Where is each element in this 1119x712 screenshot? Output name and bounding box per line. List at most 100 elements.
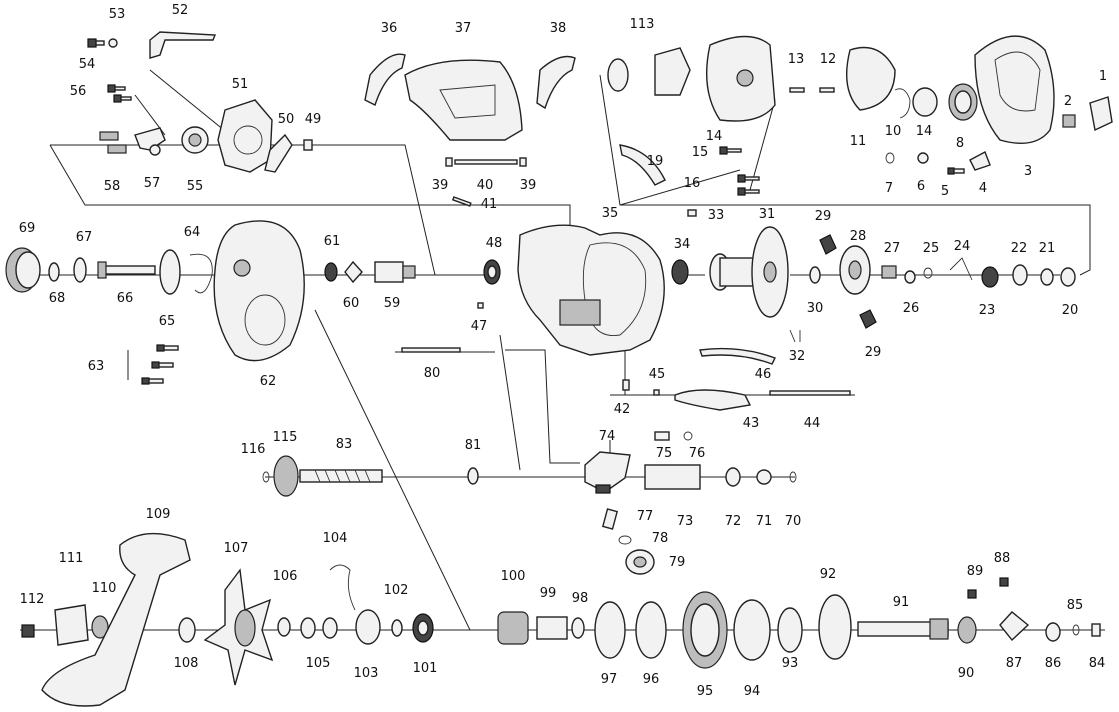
- label-67: 67: [76, 230, 93, 245]
- label-20: 20: [1062, 303, 1079, 318]
- part-83-worm-shaft: [299, 469, 383, 483]
- part-91-drive-shaft: [857, 618, 949, 640]
- label-81: 81: [465, 438, 482, 453]
- label-91: 91: [893, 595, 910, 610]
- part-47-pin: [477, 302, 484, 309]
- label-78: 78: [652, 531, 669, 546]
- label-99: 99: [540, 586, 557, 601]
- part-40-rod: [454, 159, 518, 165]
- label-63: 63: [88, 359, 105, 374]
- part-42-pin: [622, 379, 630, 391]
- part-59-pinion: [374, 261, 416, 283]
- label-64: 64: [184, 225, 201, 240]
- part-26-washer: [904, 270, 916, 284]
- part-2-nut: [1062, 114, 1076, 128]
- part-64-clip: [189, 253, 213, 294]
- label-112: 112: [20, 592, 45, 607]
- part-113-brake-unit: [607, 47, 691, 96]
- label-44: 44: [804, 416, 821, 431]
- label-34: 34: [674, 237, 691, 252]
- label-5: 5: [941, 184, 949, 199]
- part-22-washer: [1012, 264, 1028, 286]
- part-99-sleeve: [536, 616, 568, 640]
- part-11-ring: [845, 46, 896, 111]
- part-14-sideplate: [705, 35, 776, 122]
- label-60: 60: [343, 296, 360, 311]
- part-48-bearing: [483, 259, 501, 285]
- part-10-spring: [894, 88, 911, 119]
- part-109-handle: [41, 532, 191, 707]
- label-90: 90: [958, 666, 975, 681]
- part-80-rod: [401, 347, 461, 353]
- part-100-collar: [497, 611, 529, 645]
- label-115: 115: [273, 430, 298, 445]
- label-47: 47: [471, 319, 488, 334]
- label-62: 62: [260, 374, 277, 389]
- label-45: 45: [649, 367, 666, 382]
- label-95: 95: [697, 684, 714, 699]
- label-104: 104: [323, 531, 348, 546]
- label-93: 93: [782, 656, 799, 671]
- part-36-cover: [364, 53, 406, 106]
- label-27: 27: [884, 241, 901, 256]
- part-58-springs: [99, 131, 127, 154]
- part-31-spool: [709, 226, 789, 318]
- label-105: 105: [306, 656, 331, 671]
- part-81-ring: [467, 467, 479, 485]
- part-23-bearing: [981, 266, 999, 288]
- part-29-pawls: [819, 234, 877, 329]
- label-85: 85: [1067, 598, 1084, 613]
- label-113: 113: [630, 17, 655, 32]
- label-72: 72: [725, 514, 742, 529]
- label-14: 14: [706, 129, 723, 144]
- part-98-washer: [571, 617, 585, 639]
- part-56-screws: [107, 84, 132, 103]
- label-96: 96: [643, 672, 660, 687]
- part-78-ring: [618, 535, 632, 545]
- label-86: 86: [1045, 656, 1062, 671]
- label-48: 48: [486, 236, 503, 251]
- label-101: 101: [413, 661, 438, 676]
- label-61: 61: [324, 234, 341, 249]
- part-30-washer: [809, 266, 821, 284]
- part-7-clip: [885, 152, 895, 164]
- part-37-frame-cover: [404, 59, 523, 141]
- part-96-drag-washer: [635, 601, 667, 659]
- part-8-star-drag: [948, 83, 978, 121]
- label-26: 26: [903, 301, 920, 316]
- part-1-knob: [1089, 96, 1113, 132]
- part-112-screw: [21, 624, 35, 638]
- label-36: 36: [381, 21, 398, 36]
- label-98: 98: [572, 591, 589, 606]
- label-46: 46: [755, 367, 772, 382]
- part-21-washer: [1040, 268, 1054, 286]
- label-28: 28: [850, 229, 867, 244]
- part-39-pins: [445, 157, 527, 167]
- label-110: 110: [92, 581, 117, 596]
- label-58: 58: [104, 179, 121, 194]
- part-6-washer: [917, 152, 929, 164]
- part-57-lever: [134, 127, 166, 156]
- part-86-bearing: [1045, 622, 1061, 642]
- label-92: 92: [820, 567, 837, 582]
- part-75-pin: [654, 431, 670, 441]
- label-83: 83: [336, 437, 353, 452]
- part-45-pin: [653, 389, 660, 396]
- label-71: 71: [756, 514, 773, 529]
- part-43-guide: [674, 389, 752, 411]
- label-33: 33: [708, 208, 725, 223]
- label-13: 13: [788, 52, 805, 67]
- label-66: 66: [117, 291, 134, 306]
- part-89-screw: [967, 589, 977, 599]
- label-76: 76: [689, 446, 706, 461]
- part-105-washers: [300, 617, 338, 639]
- part-15-screw: [719, 146, 742, 155]
- part-95-main-gear: [682, 591, 728, 669]
- part-111-plate: [54, 604, 89, 646]
- part-4-clip: [969, 151, 991, 171]
- part-5-screw: [947, 167, 965, 175]
- label-29a: 29: [815, 209, 832, 224]
- part-76-clip: [683, 431, 693, 441]
- label-109: 109: [146, 507, 171, 522]
- label-15: 15: [692, 145, 709, 160]
